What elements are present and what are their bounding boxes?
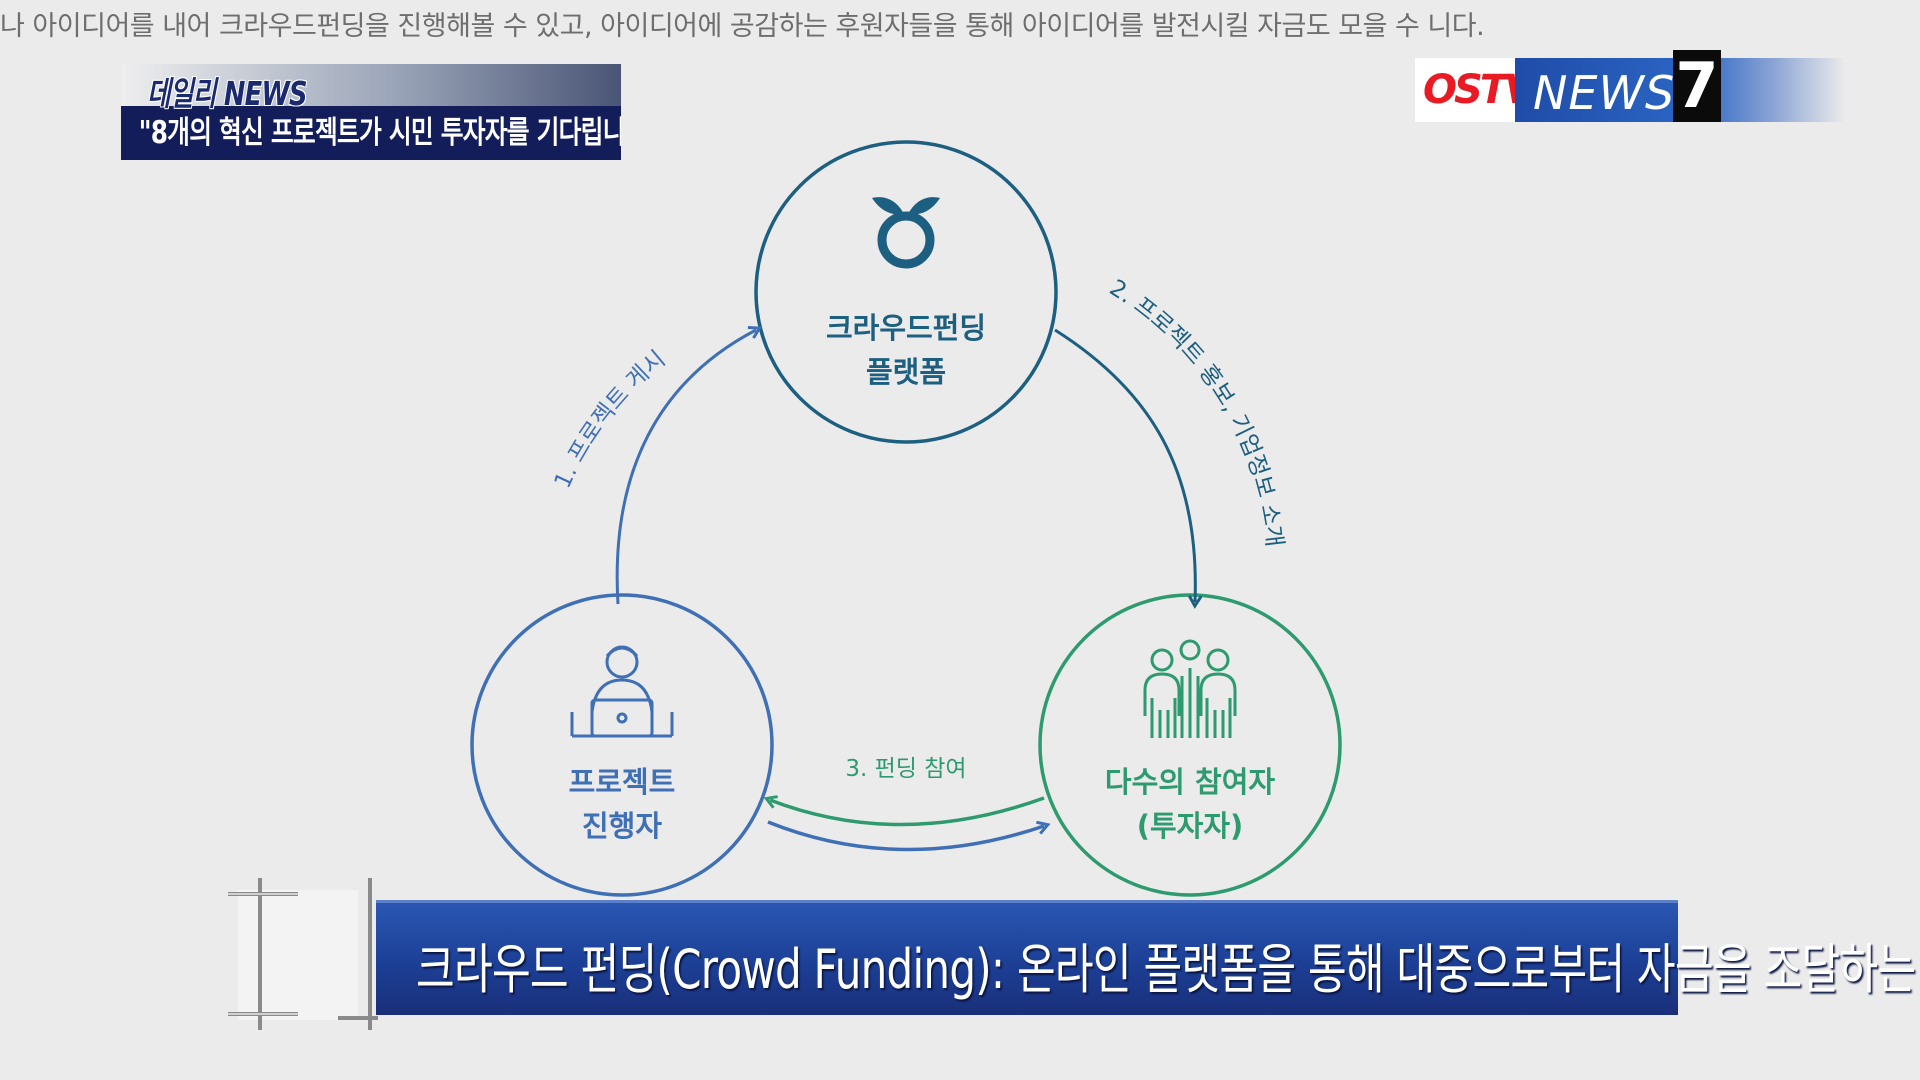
caption-text: 크라우드 펀딩(Crowd Funding): 온라인 플랫폼을 통해 대중으로…: [416, 938, 1920, 1001]
daily-news-box: 데일리 NEWS "8개의 혁신 프로젝트가 시민 투자자를 기다립니다": [121, 64, 621, 160]
creator-label-line2: 진행자: [582, 809, 662, 843]
daily-news-headline-text: "8개의 혁신 프로젝트가 시민 투자자를 기다립니다": [138, 115, 621, 151]
caption-banner: 크라우드 펀딩(Crowd Funding): 온라인 플랫폼을 통해 대중으로…: [376, 900, 1920, 1015]
investors-label-line1: 다수의 참여자: [1105, 765, 1275, 799]
edge3-label: 3. 펀딩 참여: [845, 756, 966, 782]
daily-news-header: 데일리 NEWS: [121, 64, 621, 113]
news-label: NEWS: [1533, 66, 1676, 120]
daily-news-logo: 데일리 NEWS: [147, 74, 308, 113]
daily-news-headline: "8개의 혁신 프로젝트가 시민 투자자를 기다립니다": [121, 106, 621, 160]
edge4-arrow: [767, 820, 1044, 852]
group-people-icon: [1143, 639, 1237, 738]
edge3-arrow: [770, 798, 1045, 827]
edge2-arrow: [1054, 328, 1195, 602]
creator-label-line1: 프로젝트: [569, 765, 676, 799]
channel-number: 7: [1673, 50, 1721, 122]
investors-node-circle: [1038, 593, 1342, 897]
background-article-text: 나 아이디어를 내어 크라우드펀딩을 진행해볼 수 있고, 아이디어에 공감하는…: [0, 11, 1485, 42]
edge2-label: 2. 프로젝트 홍보, 기업정보 소개: [1105, 275, 1287, 548]
broadcaster-logo: OSTV NEWS 7: [1415, 50, 1845, 122]
creator-node-circle: [470, 593, 774, 897]
ostv-logo-bg: [1415, 58, 1515, 122]
sprout-icon: [872, 197, 940, 269]
person-laptop-icon: [570, 645, 674, 738]
edge1-arrow: [615, 330, 756, 605]
edge1-label: 1. 프로젝트 게시: [550, 346, 671, 492]
investors-label-line2: (투자자): [1137, 809, 1244, 843]
platform-label-line2: 플랫폼: [866, 355, 946, 389]
caption-bracket-decoration: [228, 878, 378, 1030]
caption-bar: 크라우드 펀딩(Crowd Funding): 온라인 플랫폼을 통해 대중으로…: [228, 878, 1920, 1033]
platform-node-circle: [754, 140, 1058, 444]
platform-label-line1: 크라우드펀딩: [826, 311, 986, 345]
